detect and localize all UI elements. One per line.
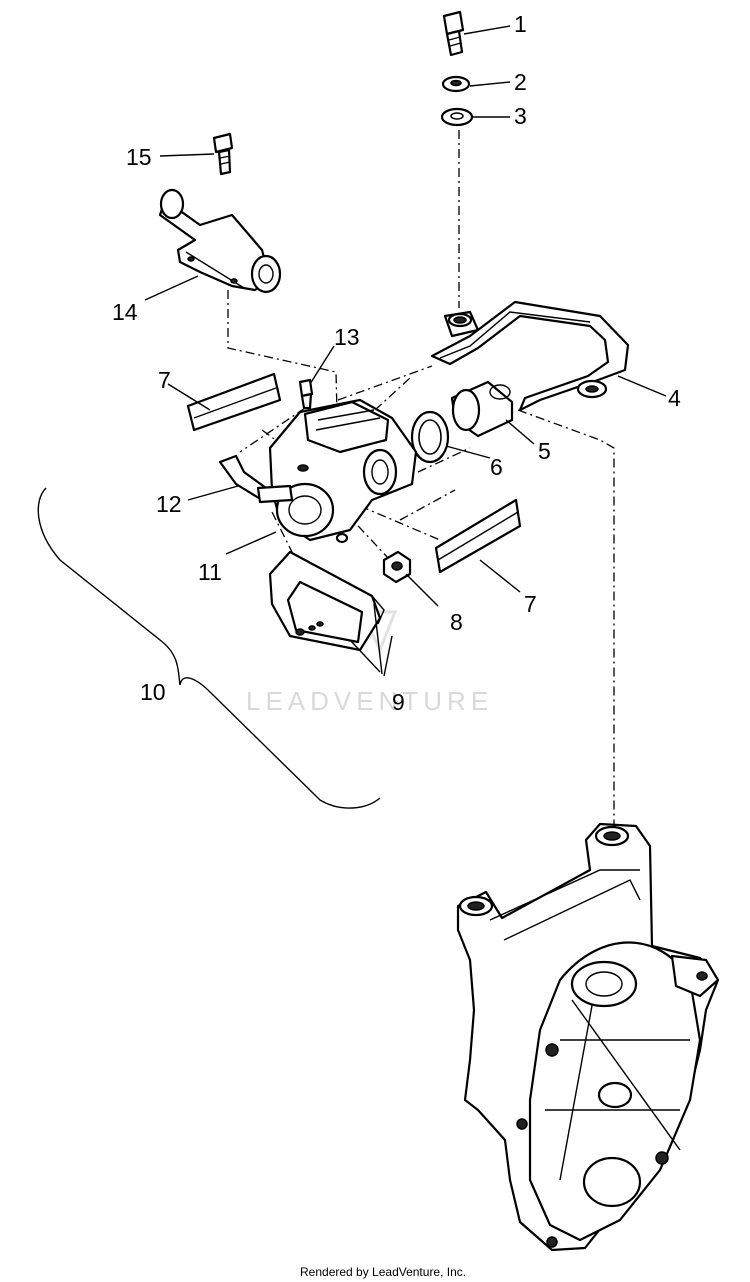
shim-part-7-upper [186,372,282,432]
leader-lines [144,25,667,677]
bleeder-part-13 [298,378,314,410]
alignment-lines [227,130,615,826]
footer-credit: Rendered by LeadVenture, Inc. [300,1265,466,1279]
callout-2: 2 [514,69,527,95]
lockwasher-part-2 [441,75,471,93]
callout-1: 1 [514,11,527,37]
chaincase-housing [456,822,720,1252]
piston-part-5 [450,380,514,438]
watermark-text: LEADVENTURE [246,686,493,716]
shim-part-7-lower [434,498,522,574]
callout-4: 4 [668,385,681,411]
callout-14: 14 [112,299,138,325]
bolt-part-1 [442,10,465,57]
watermark: LEADVENTURE [246,610,493,716]
brake-pad-part-9 [268,550,385,652]
callout-15: 15 [126,144,152,170]
callout-7-lower: 7 [524,591,537,617]
brace-part-10 [37,487,381,809]
caliper-body [268,398,418,544]
callout-6: 6 [490,454,503,480]
callout-10: 10 [140,679,166,705]
seal-part-6 [410,410,450,464]
callout-8: 8 [450,609,463,635]
callouts: 1 2 3 4 5 6 7 7 8 9 10 11 12 13 14 15 [112,11,681,715]
elbow-fitting-part-14 [158,188,282,294]
callout-13: 13 [334,324,360,350]
washer-part-3 [440,107,474,127]
bracket-part-4 [430,300,630,412]
callout-5: 5 [538,438,551,464]
callout-9: 9 [392,689,405,715]
callout-7-upper: 7 [158,367,171,393]
callout-3: 3 [514,103,527,129]
nut-part-8 [382,550,412,584]
callout-12: 12 [156,491,182,517]
screw-part-15 [212,132,234,176]
brake-line-part-12 [218,454,294,504]
callout-11: 11 [198,559,222,585]
